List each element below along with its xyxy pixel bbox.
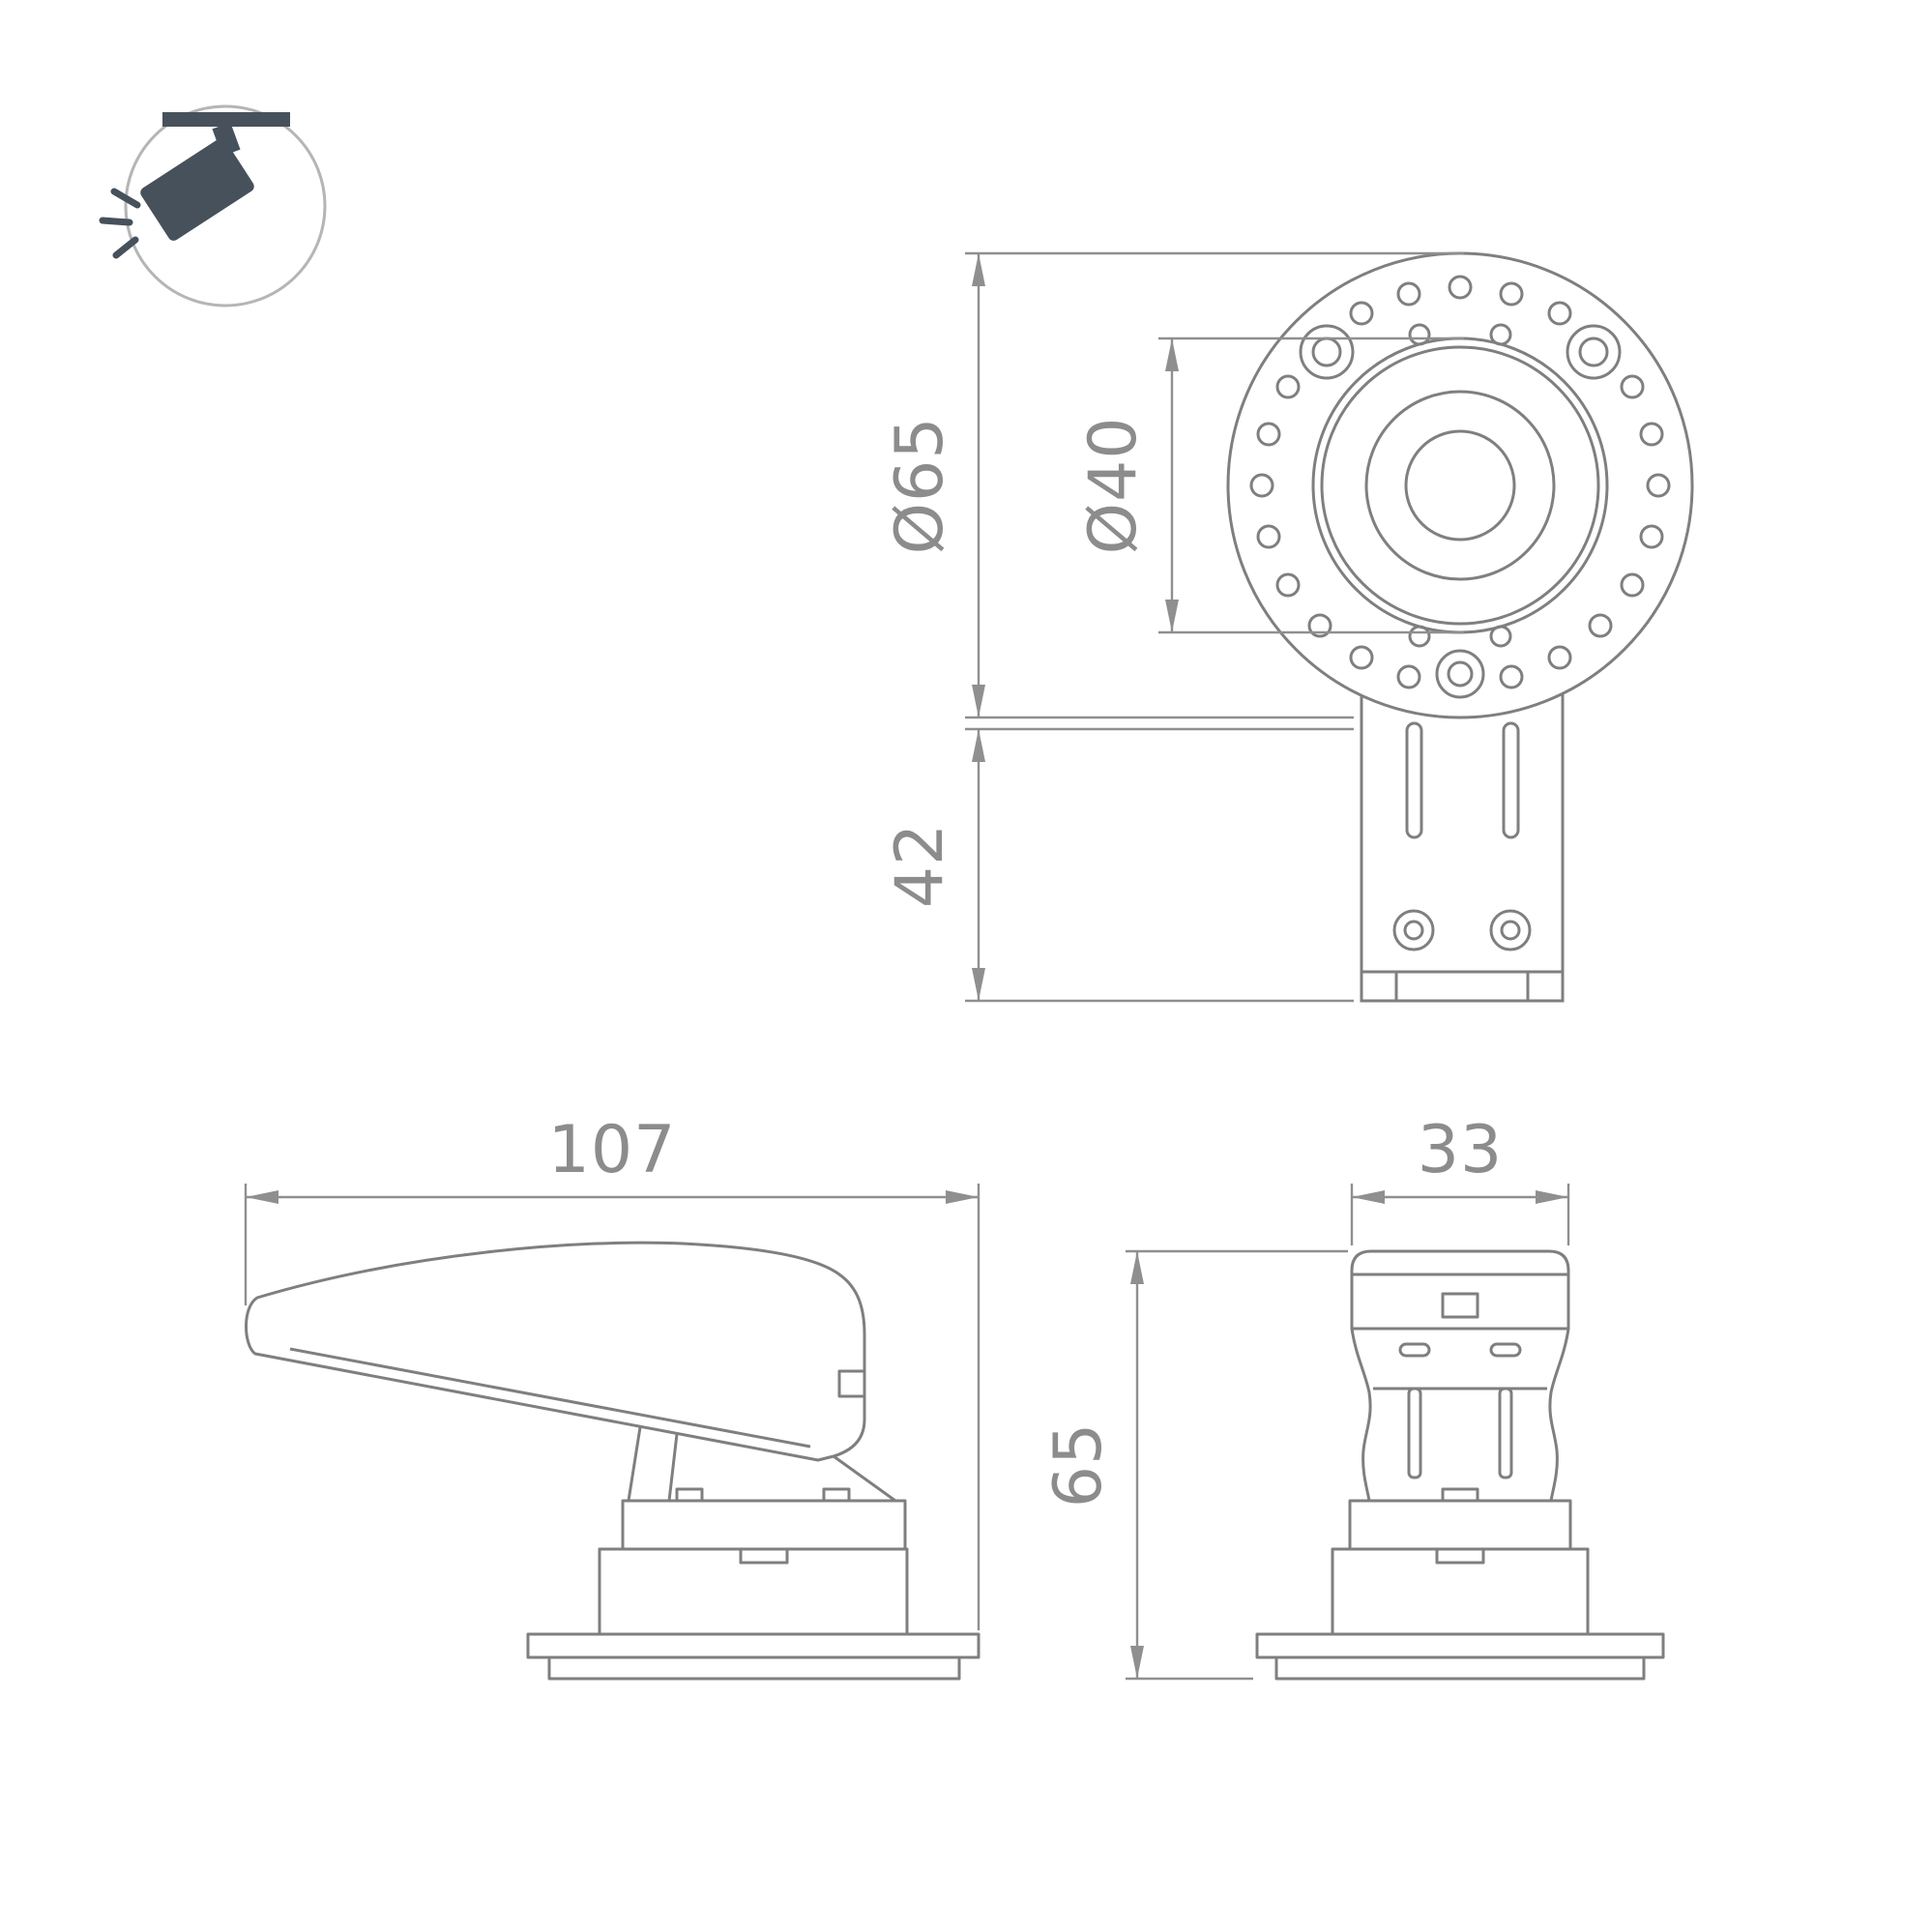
dimension-lines xyxy=(244,251,1570,1681)
hole xyxy=(1256,524,1281,549)
hole xyxy=(1349,301,1374,326)
bracket-slot xyxy=(1502,721,1520,839)
arrow-icon xyxy=(972,729,985,762)
dim-label-body-width: 33 xyxy=(1418,1112,1504,1188)
collar-band xyxy=(621,1499,907,1551)
spot-head xyxy=(140,138,254,241)
perforation-holes xyxy=(1249,275,1671,689)
hole xyxy=(1396,281,1421,307)
bracket-screw-inner xyxy=(1403,920,1424,941)
housing-clip xyxy=(739,1547,789,1565)
arrow-icon xyxy=(1130,1251,1144,1284)
hole xyxy=(1275,572,1301,598)
trim-flange xyxy=(1255,1632,1665,1659)
ray-icon xyxy=(112,236,139,259)
hole xyxy=(1499,281,1524,307)
bracket-screw-outer xyxy=(1392,909,1435,951)
hole xyxy=(1547,301,1572,326)
dim-label-overall-height: 65 xyxy=(1040,1422,1117,1508)
body-right-profile xyxy=(1548,1328,1570,1502)
head-lens-line xyxy=(289,1347,811,1449)
fixture-type-icon xyxy=(99,104,327,307)
arrow-icon xyxy=(1130,1646,1144,1679)
dimension-labels: Ø65 Ø40 42 107 33 65 xyxy=(548,416,1504,1508)
collar-tab xyxy=(675,1487,704,1503)
dimension-arrows xyxy=(246,253,1568,1679)
ray-icon xyxy=(99,217,133,226)
head-cap-outline xyxy=(1350,1249,1570,1331)
fixing-hole-outer xyxy=(1566,324,1622,380)
hole xyxy=(1396,664,1421,689)
fixing-hole-inner xyxy=(1578,337,1609,367)
bracket-screw-inner xyxy=(1500,920,1521,941)
collar-tab xyxy=(822,1487,851,1503)
arrow-icon xyxy=(972,968,985,1001)
hole xyxy=(1448,275,1473,300)
collar-tab xyxy=(1441,1487,1479,1503)
dim-label-bracket-depth: 42 xyxy=(882,823,958,909)
reflector-circle xyxy=(1364,390,1556,581)
collar-band xyxy=(1348,1499,1572,1551)
trim-lip xyxy=(547,1655,961,1681)
hole xyxy=(1639,524,1664,549)
hole xyxy=(1307,613,1332,638)
faceplate-outer-circle xyxy=(1226,251,1694,719)
spotlight-pictogram xyxy=(140,112,290,241)
light-rays xyxy=(99,188,141,259)
trim-ring-inner xyxy=(1320,345,1600,626)
hole xyxy=(1547,645,1572,670)
fixing-hole-outer xyxy=(1435,649,1485,699)
bracket-bottom-step xyxy=(1361,970,1563,1001)
bracket-pin xyxy=(1407,1387,1422,1479)
lamp-aperture-circle xyxy=(1404,429,1516,542)
trim-lip xyxy=(1274,1655,1646,1681)
hole xyxy=(1639,422,1664,447)
dim-label-overall-length: 107 xyxy=(548,1112,677,1188)
side-view xyxy=(245,1241,981,1681)
hole xyxy=(1249,473,1274,498)
arrow-icon xyxy=(972,253,985,286)
body-left-profile xyxy=(1350,1328,1372,1502)
hole xyxy=(1646,473,1671,498)
arrow-icon xyxy=(1352,1190,1385,1204)
dim-label-cutout-diameter: Ø40 xyxy=(1075,416,1152,554)
arrow-icon xyxy=(1165,338,1179,371)
top-view xyxy=(1226,251,1694,1003)
ceiling-track-bar xyxy=(162,112,290,127)
fixing-hole-inner xyxy=(1447,660,1474,688)
hole xyxy=(1620,572,1645,598)
mounting-bracket xyxy=(1360,688,1565,1003)
head-hinge-notch xyxy=(837,1369,866,1398)
fixing-hole-outer xyxy=(1299,324,1355,380)
neck-left-inner xyxy=(667,1433,679,1502)
trim-flange xyxy=(526,1632,981,1659)
ray-icon xyxy=(110,188,141,209)
cap-center-detail xyxy=(1441,1292,1479,1319)
hole xyxy=(1349,645,1374,670)
arrow-icon xyxy=(1536,1190,1568,1204)
bracket-pin xyxy=(1498,1387,1513,1479)
housing-clip xyxy=(1435,1547,1485,1565)
bracket-slot xyxy=(1405,721,1423,839)
fixing-holes xyxy=(1299,324,1622,699)
arrow-icon xyxy=(246,1190,278,1204)
front-view xyxy=(1255,1249,1665,1681)
cap-slot xyxy=(1489,1342,1522,1358)
cap-slot xyxy=(1398,1342,1431,1358)
arrow-icon xyxy=(946,1190,979,1204)
arrow-icon xyxy=(1165,600,1179,632)
hole xyxy=(1620,374,1645,399)
dim-label-outer-diameter: Ø65 xyxy=(882,416,958,554)
hole xyxy=(1256,422,1281,447)
hole xyxy=(1275,374,1301,399)
arrow-icon xyxy=(972,685,985,717)
neck-right-edge xyxy=(833,1454,896,1503)
neck-left-edge xyxy=(627,1426,642,1502)
bracket-screw-outer xyxy=(1489,909,1532,951)
hole xyxy=(1588,613,1613,638)
hole xyxy=(1499,664,1524,689)
spot-head-outline xyxy=(245,1241,866,1462)
